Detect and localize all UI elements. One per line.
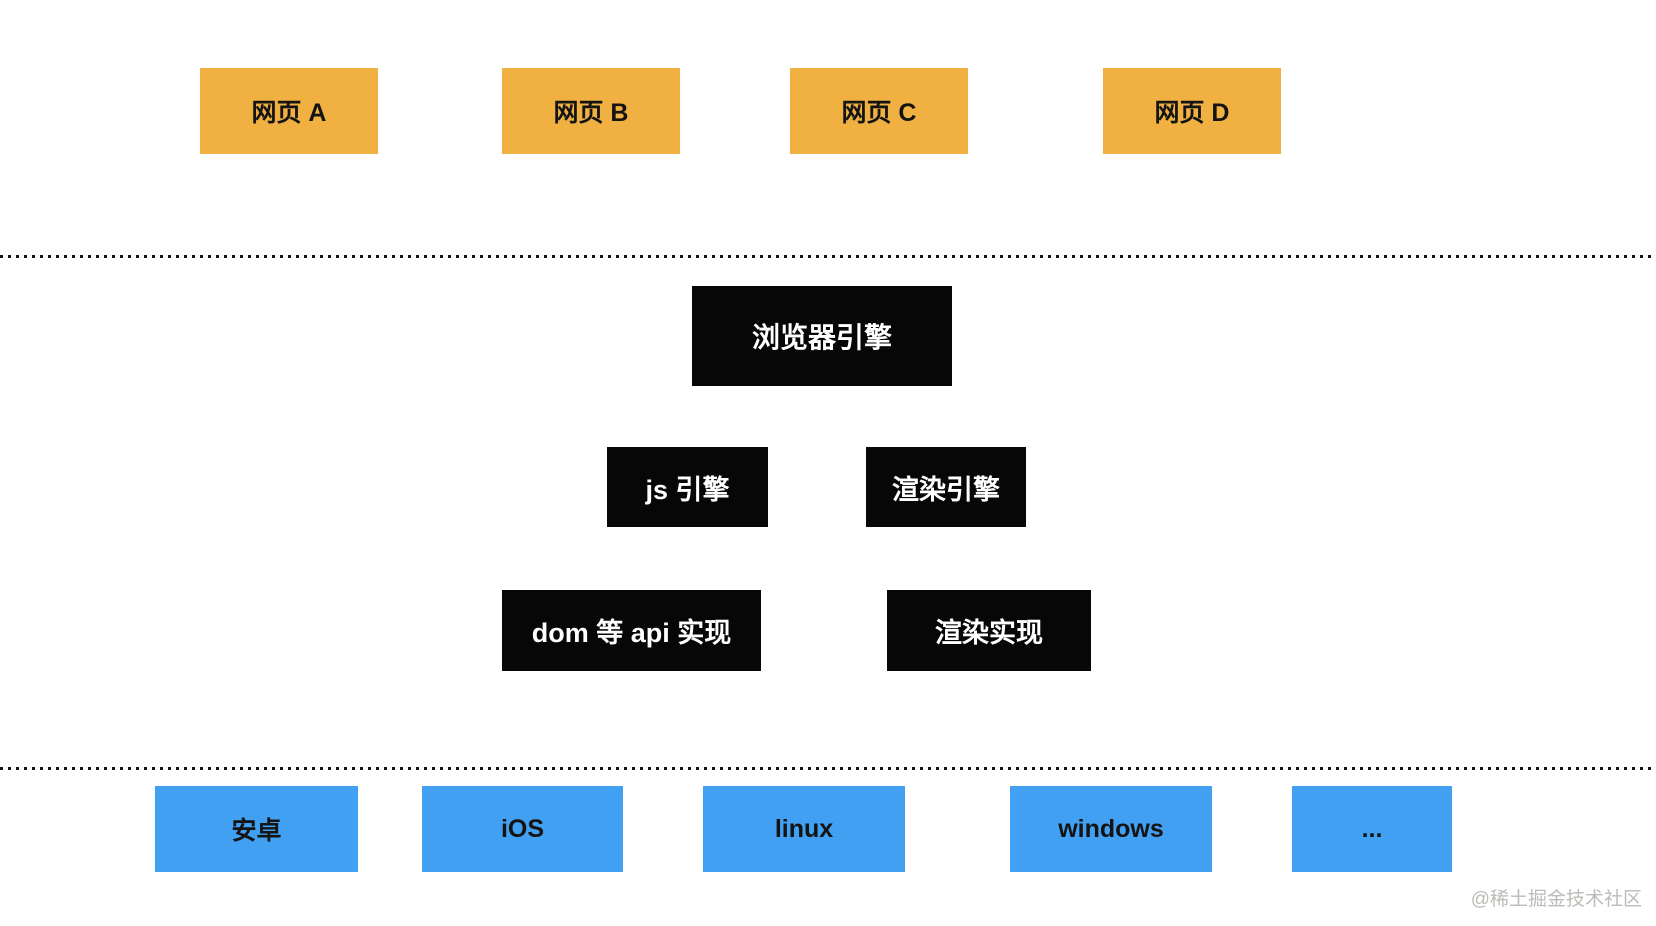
web-page-label-b: 网页 B bbox=[553, 99, 629, 127]
os-box-windows: windows bbox=[1010, 786, 1212, 872]
render-impl-label: 渲染实现 bbox=[935, 618, 1043, 648]
os-label-ios: iOS bbox=[500, 814, 545, 843]
os-label-windows: windows bbox=[1058, 814, 1164, 843]
os-label-android: 安卓 bbox=[231, 817, 282, 845]
os-box-android: 安卓 bbox=[155, 786, 358, 872]
js-engine-box: js 引擎 bbox=[607, 447, 768, 527]
separator-dotted-line-bottom bbox=[0, 767, 1656, 770]
browser-engine-label: 浏览器引擎 bbox=[751, 322, 892, 353]
dom-api-impl-label: dom 等 api 实现 bbox=[531, 618, 732, 648]
web-page-box-d: 网页 D bbox=[1103, 68, 1281, 154]
os-box-linux: linux bbox=[703, 786, 905, 872]
watermark-text: @稀土掘金技术社区 bbox=[1470, 889, 1642, 910]
render-impl-box: 渲染实现 bbox=[887, 590, 1091, 671]
os-box-more: ... bbox=[1292, 786, 1452, 872]
js-engine-label: js 引擎 bbox=[645, 474, 730, 505]
os-label-linux: linux bbox=[774, 814, 834, 843]
web-page-box-c: 网页 C bbox=[790, 68, 968, 154]
render-engine-label: 渲染引擎 bbox=[892, 474, 1000, 505]
dom-api-impl-box: dom 等 api 实现 bbox=[502, 590, 761, 671]
web-page-box-b: 网页 B bbox=[502, 68, 680, 154]
render-engine-box: 渲染引擎 bbox=[866, 447, 1026, 527]
web-page-label-c: 网页 C bbox=[841, 99, 917, 127]
os-label-more: ... bbox=[1361, 814, 1383, 843]
os-box-ios: iOS bbox=[422, 786, 623, 872]
web-page-label-d: 网页 D bbox=[1154, 99, 1230, 127]
separator-dotted-line-top bbox=[0, 255, 1656, 258]
browser-engine-box: 浏览器引擎 bbox=[692, 286, 952, 386]
web-page-box-a: 网页 A bbox=[200, 68, 378, 154]
web-page-label-a: 网页 A bbox=[251, 99, 327, 127]
